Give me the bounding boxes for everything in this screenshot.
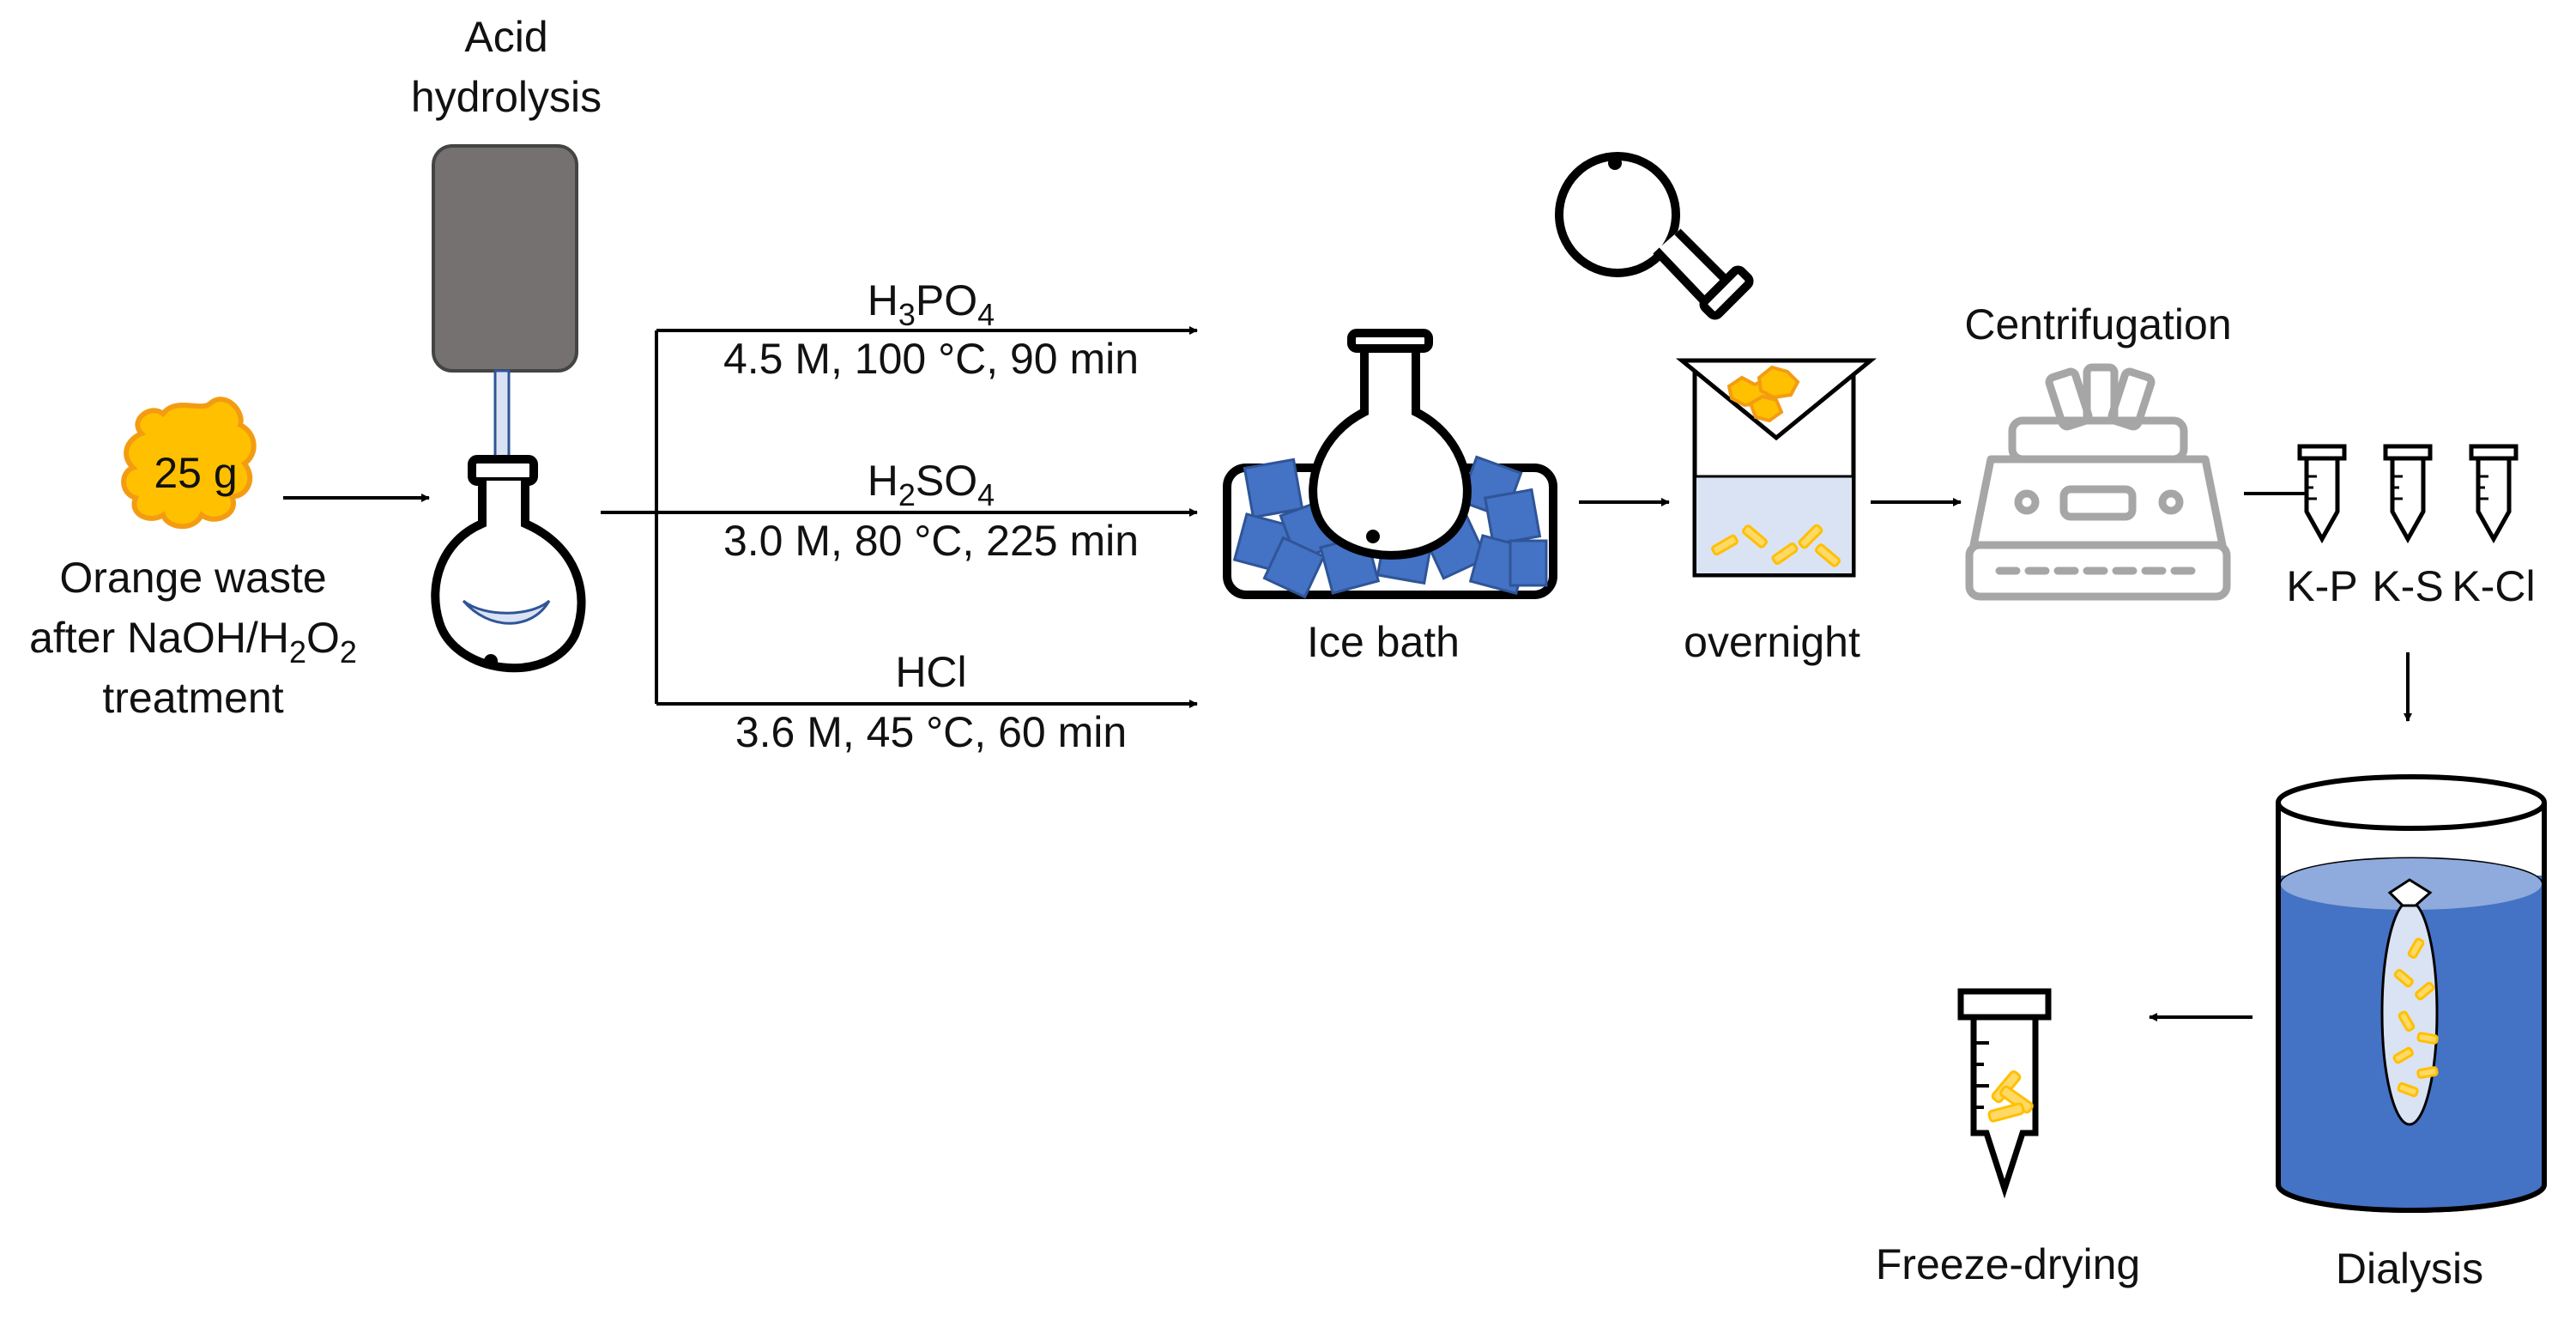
reaction-flask-icon [431,455,586,673]
route-3-acid: HCl [895,648,966,696]
sample-label-ks: K-S [2372,562,2443,610]
orange-waste-blob-icon [121,397,257,530]
filter-beaker-icon [1675,358,1878,578]
centrifugation-label: Centrifugation [1964,300,2231,348]
freeze-drying-label: Freeze-drying [1876,1240,2140,1288]
dialysis-beaker-icon [2276,774,2547,1213]
route-2-acid: H2SO4 [868,457,995,512]
route-1-acid: H3PO4 [868,276,995,332]
route-1-conditions: 4.5 M, 100 °C, 90 min [723,335,1139,383]
start-caption-line2: after NaOH/H2O2 [29,614,357,670]
freeze-drying-tube-icon [1957,988,2052,1199]
ice-bath-icon [1223,329,1557,599]
start-caption-line1: Orange waste [59,554,326,602]
route-2-conditions: 3.0 M, 80 °C, 225 min [723,517,1139,565]
ice-bath-label: Ice bath [1307,618,1460,666]
start-mass-label: 25 g [154,449,237,497]
overnight-label: overnight [1684,618,1860,666]
sample-label-kcl: K-Cl [2452,562,2535,610]
sample-tubes-icon [2297,444,2519,544]
centrifuge-icon [1965,363,2231,601]
sample-label-kp: K-P [2286,562,2357,610]
route-3-conditions: 3.6 M, 45 °C, 60 min [735,708,1127,756]
tilted-flask-icon [1555,152,1754,320]
hydrolysis-label-line1: Acid [464,13,547,61]
dialysis-label: Dialysis [2336,1245,2483,1293]
start-caption-line3: treatment [102,674,283,722]
hydrolysis-label-line2: hydrolysis [411,73,602,121]
